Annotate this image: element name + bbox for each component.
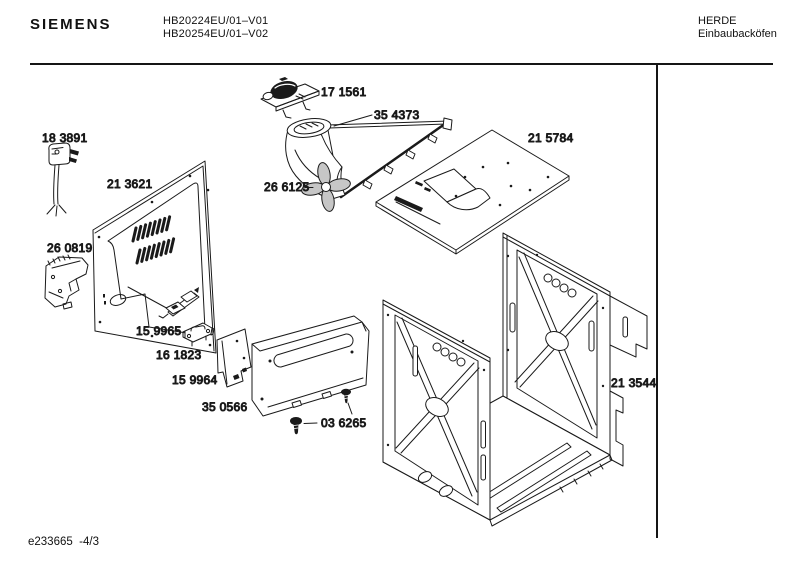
part-label-clamp: 16 1823 xyxy=(156,348,202,362)
document-reference: e233665 -4/3 xyxy=(28,536,99,548)
product-line: HERDE xyxy=(698,15,737,27)
part-label-switch: 15 9965 xyxy=(136,324,182,338)
part-oven-casing xyxy=(382,232,648,527)
part-label-top-panel: 21 5784 xyxy=(528,131,574,145)
part-top-panel xyxy=(375,129,570,255)
part-fan-motor xyxy=(260,77,320,119)
part-screws xyxy=(290,388,353,435)
part-clamp xyxy=(182,322,215,347)
product-category: HERDE Einbaubacköfen xyxy=(698,15,777,41)
part-label-rear-panel: 21 3621 xyxy=(107,177,153,191)
part-mounting-plate xyxy=(216,328,252,388)
model-numbers: HB20224EU/01–V01 HB20254EU/01–V02 xyxy=(163,15,268,41)
part-label-fan-wheel: 26 6125 xyxy=(264,180,310,194)
part-label-hinge-bracket: 26 0819 xyxy=(47,241,93,255)
part-mains-cable xyxy=(46,142,79,217)
part-fan-wheel xyxy=(301,162,351,212)
part-label-screws: 03 6265 xyxy=(321,416,367,430)
part-label-fan-motor: 17 1561 xyxy=(321,85,367,99)
part-label-mains-cable: 18 3891 xyxy=(42,131,88,145)
part-switch xyxy=(127,286,200,319)
part-label-oven-casing: 21 3544 xyxy=(611,376,657,390)
model-line-1: HB20224EU/01–V01 xyxy=(163,15,269,27)
brand-logo: SIEMENS xyxy=(30,16,112,33)
part-label-mounting-plate: 15 9964 xyxy=(172,373,218,387)
part-label-support-strip: 35 0566 xyxy=(202,400,248,414)
part-label-air-duct: 35 4373 xyxy=(374,108,420,122)
part-support-strip xyxy=(251,315,370,417)
header-divider xyxy=(30,63,773,65)
part-hinge-bracket xyxy=(44,254,89,310)
model-line-2: HB20254EU/01–V02 xyxy=(163,28,269,40)
product-subline: Einbaubacköfen xyxy=(698,28,777,40)
leader-lines xyxy=(304,114,373,188)
right-divider xyxy=(656,65,658,538)
part-labels: 17 1561 35 4373 21 5784 18 3891 21 3621 … xyxy=(42,85,657,431)
